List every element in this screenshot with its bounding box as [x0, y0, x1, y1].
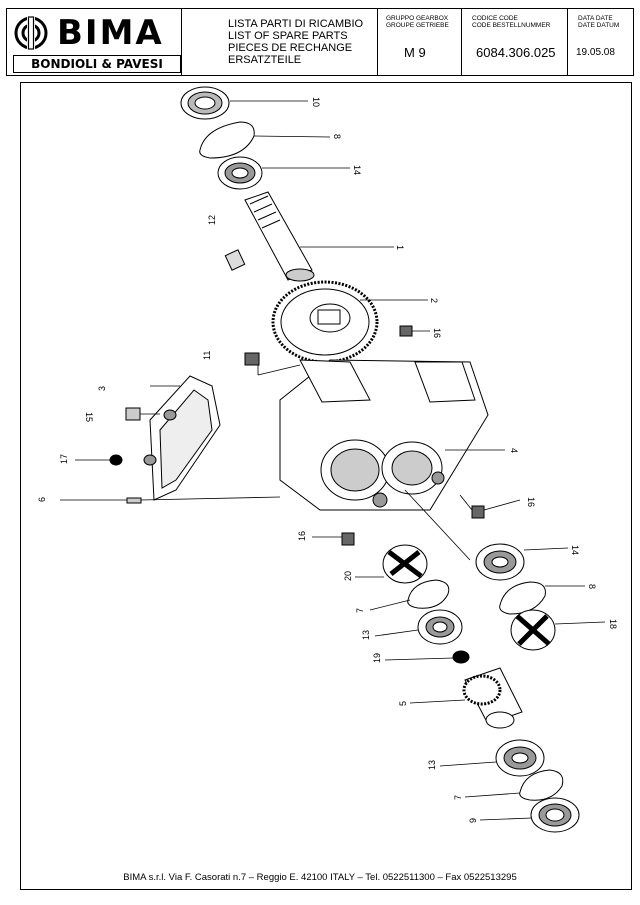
group-label-1: GRUPPO GEARBOX: [386, 15, 449, 22]
input-shaft-part: [244, 191, 315, 282]
drawing-frame: [20, 82, 632, 890]
bearing-part-bottom: [495, 739, 545, 777]
screw-part: [126, 497, 142, 504]
callout-label: 11: [202, 351, 212, 360]
callout-label: 18: [608, 619, 618, 629]
callout-label: 19: [372, 653, 382, 663]
header: BIMA BONDIOLI & PAVESI LISTA PARTI DI RI…: [6, 8, 634, 76]
callout-label: 16: [526, 497, 536, 507]
callout-label: 14: [352, 165, 362, 175]
callout-label: 3: [97, 386, 107, 391]
logo-text: BIMA: [57, 13, 164, 53]
date-cell: DATA DATE DATE DATUM 19.05.08: [568, 8, 634, 76]
bearing-part-right: [475, 543, 525, 581]
title-it: LISTA PARTI DI RICAMBIO: [228, 18, 364, 30]
footer-address: BIMA s.r.l. Via F. Casorati n.7 – Reggio…: [123, 872, 517, 883]
callout-label: 8: [587, 584, 597, 589]
callout-label: 2: [429, 298, 439, 303]
callout-label: 7: [453, 795, 463, 800]
bearing-part: [217, 156, 263, 190]
callout-label: 9: [468, 818, 478, 823]
title-en: LIST OF SPARE PARTS: [228, 30, 348, 42]
bima-logo-icon: [14, 15, 48, 51]
callout-label: 20: [343, 571, 353, 581]
code-cell: CODICE CODE CODE BESTELLNUMMER 6084.306.…: [462, 8, 568, 76]
callout-label: 4: [509, 448, 519, 453]
plug-part-b: [471, 505, 485, 519]
date-label-1: DATA DATE: [578, 15, 613, 22]
oil-seal-part: [180, 86, 230, 120]
date-value: 19.05.08: [576, 47, 615, 58]
code-label-1: CODICE CODE: [472, 15, 518, 22]
plug-part-c: [341, 532, 355, 546]
title-lines: LISTA PARTI DI RICAMBIO LIST OF SPARE PA…: [228, 18, 363, 66]
callout-label: 16: [297, 531, 307, 541]
pinion-part: [462, 667, 523, 729]
callout-label: 14: [570, 545, 580, 555]
title-fr: PIECES DE RECHANGE: [228, 42, 353, 54]
callout-label: 13: [361, 630, 371, 640]
callout-label: 13: [427, 760, 437, 770]
fill-plug-part: [125, 407, 141, 421]
logo-block: BIMA BONDIOLI & PAVESI: [6, 8, 182, 76]
group-value: M 9: [404, 45, 426, 60]
callout-label: 15: [84, 412, 94, 422]
key-part: [224, 249, 246, 271]
gearbox-housing-part: [279, 359, 489, 511]
breather-plug-part: [244, 352, 260, 366]
circlip-part-right: [499, 581, 546, 615]
callout-label: 7: [355, 608, 365, 613]
callout-label: 17: [59, 454, 69, 464]
date-label-2: DATE DATUM: [578, 22, 620, 29]
title-de: ERSATZTEILE: [228, 54, 302, 66]
oil-seal-part-bottom: [530, 797, 580, 833]
circlip-part: [199, 121, 255, 159]
gear-part: [271, 280, 379, 364]
code-label-2: CODE BESTELLNUMMER: [472, 22, 551, 29]
callout-label: 10: [311, 97, 321, 107]
circlip-part-left: [407, 579, 450, 609]
cover-plate-part: [143, 375, 221, 501]
circlip-part-bottom: [519, 769, 564, 801]
group-cell: GRUPPO GEARBOX GROUPE GETRIEBE M 9: [378, 8, 462, 76]
title-block: [182, 8, 378, 76]
washer-part: [109, 454, 123, 466]
spacer-part: [452, 650, 470, 664]
plug-part: [399, 325, 413, 337]
group-label-2: GROUPE GETRIEBE: [386, 22, 449, 29]
callout-label: 6: [37, 497, 47, 502]
callout-label: 12: [207, 215, 217, 225]
callout-label: 5: [398, 701, 408, 706]
code-value: 6084.306.025: [476, 45, 556, 60]
bearing-part-lower: [417, 609, 463, 645]
callout-label: 8: [332, 134, 342, 139]
logo-subtitle: BONDIOLI & PAVESI: [13, 55, 181, 73]
callout-label: 1: [395, 245, 405, 250]
callout-label: 16: [432, 328, 442, 338]
